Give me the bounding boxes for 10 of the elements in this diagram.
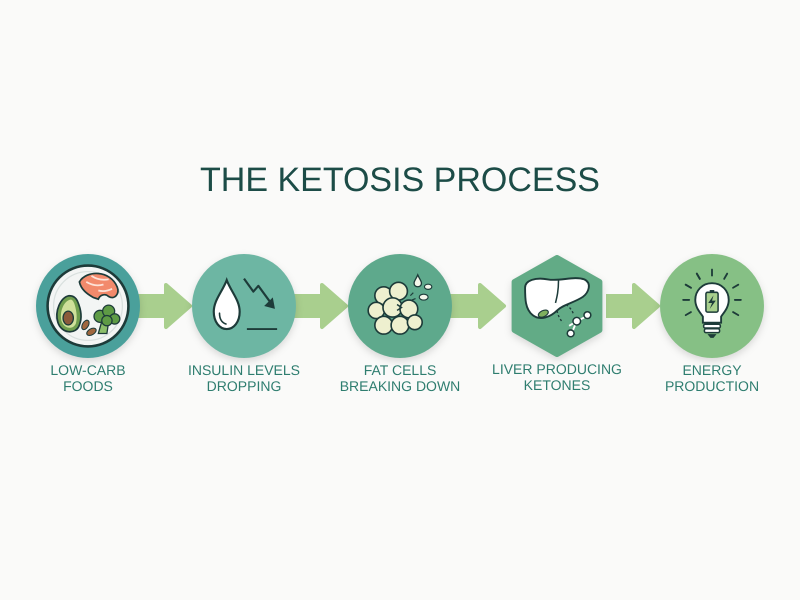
step-label: ENERGY PRODUCTION [664,362,760,394]
arrow [294,283,348,329]
arrow [606,283,660,329]
title: THE KETOSIS PROCESS [200,161,600,200]
step-label: LOW-CARB FOODS [49,362,127,394]
step-label: LIVER PRODUCING KETONES [491,361,623,393]
arrow [138,283,192,329]
step-label: FAT CELLS BREAKING DOWN [338,362,462,394]
step-label: INSULIN LEVELS DROPPING [186,362,302,394]
arrow [450,283,506,329]
